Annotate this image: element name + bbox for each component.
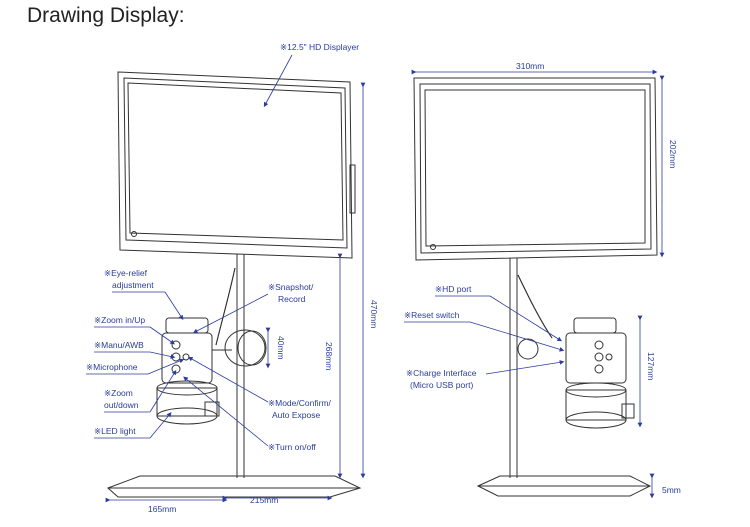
label-reset-switch: ※Reset switch xyxy=(404,310,460,320)
side-base xyxy=(476,475,652,497)
side-stand-pole xyxy=(509,258,518,478)
side-camera xyxy=(565,317,635,429)
label-zoom-out-1: ※Zoom xyxy=(104,388,133,398)
dim-310: 310mm xyxy=(516,61,544,71)
label-zoom-in: ※Zoom in/Up xyxy=(94,315,145,325)
label-charge-1: ※Charge Interface xyxy=(406,368,477,378)
front-base xyxy=(107,475,362,498)
label-hd-port: ※HD port xyxy=(435,284,472,294)
dim-40: 40mm xyxy=(276,336,286,360)
dim-165: 165mm xyxy=(148,504,176,514)
dim-268: 268mm xyxy=(324,342,334,370)
label-snapshot-2: Record xyxy=(278,294,306,304)
front-camera xyxy=(156,317,267,425)
dim-470: 470mm xyxy=(369,300,379,328)
front-view: ※12.5" HD Displayer ※Eye-relief adjustme… xyxy=(86,42,379,514)
label-mode-1: ※Mode/Confirm/ xyxy=(268,398,332,408)
label-eye-relief-2: adjustment xyxy=(112,280,154,290)
front-monitor xyxy=(117,71,356,259)
label-snapshot-1: ※Snapshot/ xyxy=(268,282,314,292)
label-eye-relief-1: ※Eye-relief xyxy=(104,268,148,278)
side-view: ※HD port ※Reset switch ※Charge Interface… xyxy=(404,61,681,499)
dim-5: 5mm xyxy=(662,485,681,495)
label-mode-2: Auto Expose xyxy=(272,410,320,420)
label-microphone: ※Microphone xyxy=(86,362,138,372)
label-turn-on: ※Turn on/off xyxy=(268,442,316,452)
dim-202: 202mm xyxy=(668,140,678,168)
dim-127: 127mm xyxy=(646,352,656,380)
label-led-light: ※LED light xyxy=(94,426,136,436)
label-charge-2: (Micro USB port) xyxy=(410,380,473,390)
label-manu-awb: ※Manu/AWB xyxy=(94,340,144,350)
label-displayer: ※12.5" HD Displayer xyxy=(280,42,359,52)
dim-215: 215mm xyxy=(250,495,278,505)
label-zoom-out-2: out/down xyxy=(104,400,139,410)
side-monitor xyxy=(413,77,658,261)
page-title: Drawing Display: xyxy=(27,4,185,27)
